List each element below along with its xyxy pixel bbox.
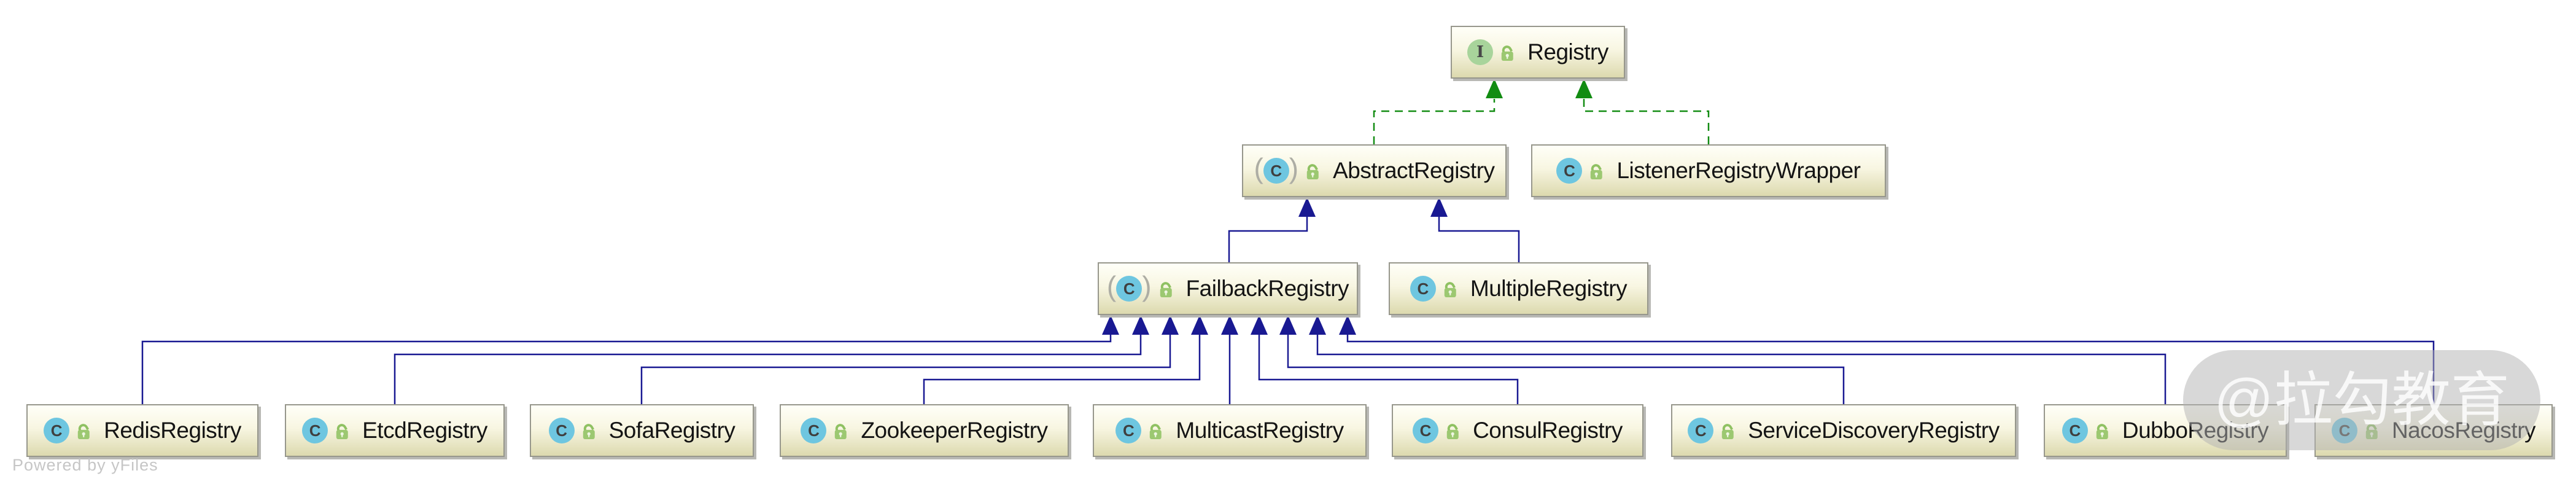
edge-multicastregistry-extends-failbackregistry [1221, 315, 1238, 404]
edge-zookeeperregistry-extends-failbackregistry [923, 315, 1208, 404]
class-name-label: EtcdRegistry [362, 418, 487, 443]
class-name-label: ServiceDiscoveryRegistry [1748, 418, 2000, 443]
public-lock-icon [835, 423, 847, 439]
class-icon: C [1413, 418, 1439, 443]
abstract-class-icon: ( C ) [1106, 270, 1152, 303]
class-icon: C [1688, 418, 1714, 443]
public-lock-icon [1591, 163, 1603, 179]
class-icon: C [302, 418, 328, 443]
class-icon: C [1115, 418, 1142, 443]
edge-sofaregistry-extends-failbackregistry [640, 315, 1179, 404]
edge-failbackregistry-extends-abstractregistry [1228, 197, 1316, 262]
edge-etcdregistry-extends-failbackregistry [394, 315, 1149, 404]
class-icon: C [2062, 418, 2088, 443]
class-node-sofaregistry[interactable]: C SofaRegistry [530, 404, 754, 457]
class-node-servicediscoveryregistry[interactable]: C ServiceDiscoveryRegistry [1671, 404, 2016, 457]
class-name-label: ZookeeperRegistry [861, 418, 1048, 443]
edge-listenerregistrywrapper-implements-registry [1575, 79, 1710, 144]
edge-abstractregistry-implements-registry [1373, 79, 1503, 144]
public-lock-icon [1160, 281, 1172, 297]
public-lock-icon [1501, 45, 1513, 61]
class-node-multicastregistry[interactable]: C MulticastRegistry [1093, 404, 1367, 457]
class-node-failbackregistry[interactable]: ( C ) FailbackRegistry [1098, 262, 1358, 315]
public-lock-icon [336, 423, 348, 439]
edge-dubboregistry-extends-failbackregistry [1309, 315, 2167, 404]
edge-servicediscoveryregistry-extends-failbackregistry [1279, 315, 1845, 404]
public-lock-icon [1446, 423, 1459, 439]
public-lock-icon [1150, 423, 1162, 439]
powered-by-yfiles-label: Powered by yFiles [12, 456, 158, 474]
edge-redisregistry-extends-failbackregistry [141, 315, 1119, 404]
class-icon: C [801, 418, 827, 443]
class-node-abstractregistry[interactable]: ( C ) AbstractRegistry [1242, 144, 1507, 197]
class-name-label: ConsulRegistry [1473, 418, 1623, 443]
class-name-label: FailbackRegistry [1185, 276, 1349, 301]
class-name-label: MulticastRegistry [1176, 418, 1344, 443]
class-icon: C [1410, 276, 1436, 302]
class-name-label: Registry [1527, 39, 1608, 64]
class-icon: C [1556, 158, 1583, 184]
public-lock-icon [77, 423, 90, 439]
class-node-etcdregistry[interactable]: C EtcdRegistry [285, 404, 505, 457]
class-node-multipleregistry[interactable]: C MultipleRegistry [1389, 262, 1648, 315]
abstract-class-icon: ( C ) [1254, 152, 1299, 185]
interface-node-registry[interactable]: I Registry [1451, 26, 1625, 79]
class-name-label: RedisRegistry [104, 418, 241, 443]
public-lock-icon [1444, 281, 1456, 297]
class-icon: C [548, 418, 575, 443]
class-node-listenerregistrywrapper[interactable]: C ListenerRegistryWrapper [1531, 144, 1886, 197]
public-lock-icon [1306, 163, 1319, 179]
class-node-zookeeperregistry[interactable]: C ZookeeperRegistry [780, 404, 1069, 457]
edge-consulregistry-extends-failbackregistry [1251, 315, 1519, 404]
watermark-badge: @拉勾教育 [2183, 350, 2540, 450]
public-lock-icon [2096, 423, 2108, 439]
class-node-consulregistry[interactable]: C ConsulRegistry [1392, 404, 1643, 457]
interface-icon: I [1467, 39, 1494, 65]
class-name-label: MultipleRegistry [1470, 276, 1627, 301]
public-lock-icon [1722, 423, 1734, 439]
class-name-label: AbstractRegistry [1333, 158, 1495, 183]
class-name-label: SofaRegistry [608, 418, 735, 443]
public-lock-icon [583, 423, 595, 439]
watermark-text: @拉勾教育 [2214, 367, 2510, 433]
class-node-redisregistry[interactable]: C RedisRegistry [26, 404, 258, 457]
class-name-label: ListenerRegistryWrapper [1616, 158, 1861, 183]
class-icon: C [44, 418, 70, 443]
edge-multipleregistry-extends-abstractregistry [1430, 197, 1520, 262]
